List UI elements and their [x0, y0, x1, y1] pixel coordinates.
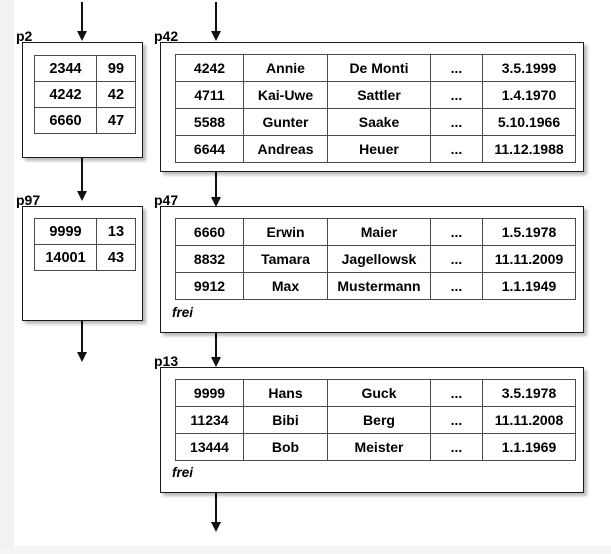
cell-id: 4711 — [175, 81, 244, 109]
table-row[interactable]: 13444 Bob Meister ... 1.1.1969 — [175, 433, 576, 461]
cell-more: ... — [430, 245, 483, 273]
cell-id: 4242 — [175, 54, 244, 82]
table-row[interactable]: 9999 Hans Guck ... 3.5.1978 — [175, 379, 576, 407]
cell-id: 6644 — [175, 135, 244, 163]
page-label-p97: p97 — [16, 192, 41, 208]
table-row[interactable]: 4242 42 — [34, 81, 136, 108]
cell-firstname: Erwin — [243, 218, 328, 246]
cell-firstname: Bob — [243, 433, 328, 461]
cell-lastname: Mustermann — [327, 272, 431, 300]
table-row[interactable]: 11234 Bibi Berg ... 11.11.2008 — [175, 406, 576, 434]
cell-more: ... — [430, 108, 483, 136]
cell-pointer: 47 — [96, 107, 136, 134]
cell-date: 11.11.2009 — [482, 245, 576, 273]
cell-date: 1.4.1970 — [482, 81, 576, 109]
table-row[interactable]: 14001 43 — [34, 244, 136, 271]
cell-firstname: Tamara — [243, 245, 328, 273]
cell-more: ... — [430, 218, 483, 246]
cell-date: 3.5.1999 — [482, 54, 576, 82]
cell-key: 4242 — [34, 81, 97, 108]
page-table-body-p97: 9999 13 14001 43 — [34, 218, 136, 271]
table-row[interactable]: 5588 Gunter Saake ... 5.10.1966 — [175, 108, 576, 136]
page-table-p97: 9999 13 14001 43 — [34, 218, 136, 271]
cell-date: 1.5.1978 — [482, 218, 576, 246]
cell-id: 13444 — [175, 433, 244, 461]
cell-firstname: Kai-Uwe — [243, 81, 328, 109]
cell-date: 1.1.1949 — [482, 272, 576, 300]
page-table-p2: 2344 99 4242 42 6660 47 — [34, 55, 136, 134]
cell-more: ... — [430, 272, 483, 300]
cell-firstname: Annie — [243, 54, 328, 82]
table-row[interactable]: 6660 47 — [34, 107, 136, 134]
cell-lastname: Meister — [327, 433, 431, 461]
cell-lastname: Heuer — [327, 135, 431, 163]
cell-more: ... — [430, 54, 483, 82]
page-gutter-left — [0, 0, 14, 554]
table-row[interactable]: 9912 Max Mustermann ... 1.1.1949 — [175, 272, 576, 300]
free-space-label-p13: frei — [172, 465, 194, 480]
table-row[interactable]: 2344 99 — [34, 55, 136, 82]
page-label-p42: p42 — [154, 28, 179, 44]
cell-key: 6660 — [34, 107, 97, 134]
cell-id: 9999 — [175, 379, 244, 407]
cell-lastname: De Monti — [327, 54, 431, 82]
cell-firstname: Max — [243, 272, 328, 300]
table-row[interactable]: 4242 Annie De Monti ... 3.5.1999 — [175, 54, 576, 82]
cell-lastname: Maier — [327, 218, 431, 246]
page-table-body-p42: 4242 Annie De Monti ... 3.5.1999 4711 Ka… — [175, 54, 576, 163]
cell-date: 1.1.1969 — [482, 433, 576, 461]
cell-more: ... — [430, 135, 483, 163]
cell-lastname: Guck — [327, 379, 431, 407]
table-row[interactable]: 6644 Andreas Heuer ... 11.12.1988 — [175, 135, 576, 163]
table-row[interactable]: 6660 Erwin Maier ... 1.5.1978 — [175, 218, 576, 246]
table-row[interactable]: 8832 Tamara Jagellowsk ... 11.11.2009 — [175, 245, 576, 273]
page-table-body-p47: 6660 Erwin Maier ... 1.5.1978 8832 Tamar… — [175, 218, 576, 300]
cell-lastname: Saake — [327, 108, 431, 136]
cell-id: 11234 — [175, 406, 244, 434]
cell-firstname: Andreas — [243, 135, 328, 163]
table-row[interactable]: 9999 13 — [34, 218, 136, 245]
cell-firstname: Gunter — [243, 108, 328, 136]
cell-pointer: 43 — [96, 244, 136, 271]
cell-id: 9912 — [175, 272, 244, 300]
page-table-body-p13: 9999 Hans Guck ... 3.5.1978 11234 Bibi B… — [175, 379, 576, 461]
table-row[interactable]: 4711 Kai-Uwe Sattler ... 1.4.1970 — [175, 81, 576, 109]
cell-date: 3.5.1978 — [482, 379, 576, 407]
cell-id: 6660 — [175, 218, 244, 246]
cell-firstname: Hans — [243, 379, 328, 407]
cell-id: 5588 — [175, 108, 244, 136]
cell-lastname: Jagellowsk — [327, 245, 431, 273]
cell-pointer: 42 — [96, 81, 136, 108]
cell-more: ... — [430, 406, 483, 434]
page-label-p2: p2 — [16, 28, 33, 44]
cell-lastname: Berg — [327, 406, 431, 434]
cell-lastname: Sattler — [327, 81, 431, 109]
page-table-p13: 9999 Hans Guck ... 3.5.1978 11234 Bibi B… — [175, 379, 576, 461]
page-label-p13: p13 — [154, 353, 179, 369]
cell-pointer: 13 — [96, 218, 136, 245]
free-space-label-p47: frei — [172, 305, 194, 320]
cell-date: 5.10.1966 — [482, 108, 576, 136]
cell-key: 2344 — [34, 55, 97, 82]
cell-more: ... — [430, 433, 483, 461]
page-label-p47: p47 — [154, 192, 179, 208]
cell-more: ... — [430, 379, 483, 407]
page-gutter-bottom — [0, 546, 611, 554]
cell-date: 11.11.2008 — [482, 406, 576, 434]
cell-date: 11.12.1988 — [482, 135, 576, 163]
cell-id: 8832 — [175, 245, 244, 273]
cell-key: 9999 — [34, 218, 97, 245]
cell-key: 14001 — [34, 244, 97, 271]
page-table-body-p2: 2344 99 4242 42 6660 47 — [34, 55, 136, 134]
page-table-p47: 6660 Erwin Maier ... 1.5.1978 8832 Tamar… — [175, 218, 576, 300]
cell-firstname: Bibi — [243, 406, 328, 434]
cell-more: ... — [430, 81, 483, 109]
page-table-p42: 4242 Annie De Monti ... 3.5.1999 4711 Ka… — [175, 54, 576, 163]
cell-pointer: 99 — [96, 55, 136, 82]
